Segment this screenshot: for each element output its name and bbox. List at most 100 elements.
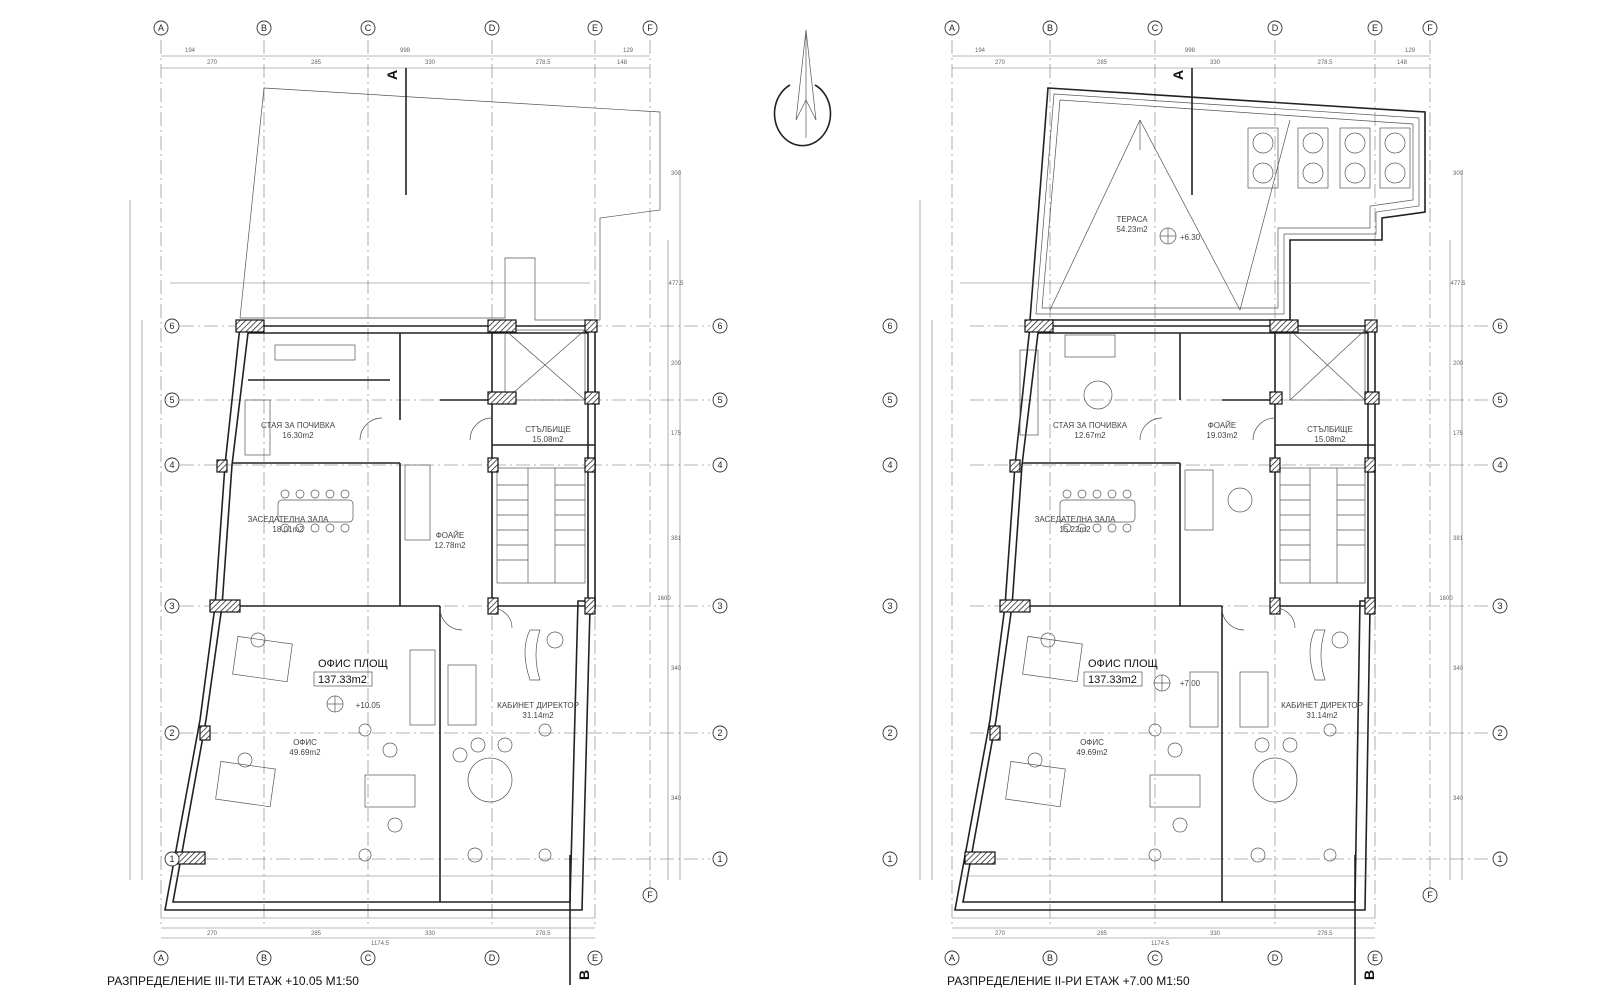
grid-label-column: F — [1427, 23, 1433, 33]
stairs-left — [496, 467, 586, 584]
room-name: ФОАЙЕ — [1208, 421, 1237, 430]
dim-text: 998 — [400, 48, 411, 54]
dim-text: 200 — [1453, 361, 1464, 367]
section-marker-a-left: A — [384, 68, 407, 195]
grid-label-column: E — [592, 23, 598, 33]
grid-label-column: D — [1272, 23, 1279, 33]
section-label-a: A — [384, 70, 400, 80]
office-area-value: 137.33m2 — [318, 674, 367, 686]
room-area: 31.14m2 — [1306, 711, 1338, 720]
room-name: СТАЯ ЗА ПОЧИВКА — [261, 421, 336, 430]
grid-label-column: E — [1372, 23, 1378, 33]
dim-text: 270 — [995, 931, 1006, 937]
grid-label-row: 2 — [717, 728, 722, 738]
grid-label-column: C — [1152, 23, 1159, 33]
north-arrow-icon — [773, 29, 832, 147]
grid-label-row: 3 — [169, 601, 174, 611]
level-mark: +6.30 — [1180, 233, 1201, 242]
building-inner-outline-right — [962, 332, 1369, 903]
stairs-right — [1279, 467, 1366, 584]
dim-text: 1600 — [1439, 596, 1453, 602]
dim-text: 278.5 — [535, 931, 551, 937]
grid-label-column: D — [489, 23, 496, 33]
dim-text: 278.5 — [1317, 931, 1333, 937]
dim-text: 381 — [671, 536, 682, 542]
dim-text: 1174.5 — [1151, 941, 1170, 947]
dim-text: 477.5 — [1450, 281, 1466, 287]
grid-label-column: B — [261, 23, 267, 33]
grid-label-column: E — [592, 953, 598, 963]
room-area: 16.30m2 — [282, 431, 314, 440]
dim-text: 381 — [1453, 536, 1464, 542]
grid-label-column: D — [489, 953, 496, 963]
room-name: КАБИНЕТ ДИРЕКТОР — [497, 701, 579, 710]
office-area-value: 137.33m2 — [1088, 674, 1137, 686]
grid-lines-left — [160, 40, 710, 925]
plan-right: 194 998 129 270 285 330 278.5 148 270 28… — [882, 20, 1508, 988]
room-name: ОФИС — [1080, 738, 1104, 747]
dim-text: 175 — [1453, 431, 1464, 437]
grid-label-row: 6 — [169, 321, 174, 331]
dimension-lines-right — [919, 55, 1463, 939]
dim-text: 340 — [1453, 796, 1464, 802]
furniture-right — [1005, 334, 1349, 863]
room-name: ОФИС — [293, 738, 317, 747]
grid-label-row: 6 — [1497, 321, 1502, 331]
room-area: 15.08m2 — [1314, 435, 1346, 444]
dim-text: 270 — [995, 60, 1006, 66]
dimension-numbers-left: 194 998 129 270 285 330 278.5 148 270 28… — [185, 48, 684, 947]
grid-label-row: 5 — [1497, 395, 1502, 405]
room-area: 31.14m2 — [522, 711, 554, 720]
level-mark: +7.00 — [1180, 679, 1201, 688]
grid-label-column: F — [1427, 890, 1433, 900]
section-label-b: B — [576, 970, 592, 980]
section-label-b: B — [1361, 970, 1377, 980]
grid-bubbles-left: A B C D E F A B C D E F 6 5 4 3 2 1 6 5 … — [153, 20, 728, 966]
dim-text: 270 — [207, 931, 218, 937]
office-area-label: ОФИС ПЛОЩ — [1088, 658, 1158, 670]
room-area: 19.03m2 — [1206, 431, 1238, 440]
dim-text: 477.5 — [668, 281, 684, 287]
dim-text: 285 — [1097, 60, 1108, 66]
dim-text: 148 — [1397, 60, 1408, 66]
grid-lines-right — [951, 40, 1490, 925]
dim-text: 330 — [1210, 60, 1221, 66]
room-area: 15.08m2 — [532, 435, 564, 444]
dim-text: 285 — [1097, 931, 1108, 937]
dim-text: 285 — [311, 60, 322, 66]
grid-label-row: 1 — [717, 854, 722, 864]
grid-label-column: B — [1047, 953, 1053, 963]
grid-label-row: 4 — [887, 460, 892, 470]
grid-label-column: E — [1372, 953, 1378, 963]
grid-label-row: 3 — [1497, 601, 1502, 611]
dim-text: 1600 — [657, 596, 671, 602]
grid-label-column: B — [1047, 23, 1053, 33]
dim-text: 194 — [185, 48, 196, 54]
dim-text: 330 — [425, 60, 436, 66]
grid-label-column: C — [1152, 953, 1159, 963]
section-marker-a-right: A — [1170, 68, 1193, 195]
dim-text: 278.5 — [535, 60, 551, 66]
room-name: ТЕРАСА — [1116, 215, 1148, 224]
grid-label-row: 1 — [169, 854, 174, 864]
grid-label-row: 2 — [887, 728, 892, 738]
room-labels-right: ТЕРАСА 54.23m2 +6.30 СТАЯ ЗА ПОЧИВКА 12.… — [1035, 215, 1363, 757]
grid-label-column: A — [158, 23, 164, 33]
columns-left — [174, 319, 600, 865]
grid-label-row: 3 — [887, 601, 892, 611]
room-name: СТАЯ ЗА ПОЧИВКА — [1053, 421, 1128, 430]
grid-label-row: 4 — [717, 460, 722, 470]
dim-text: 270 — [207, 60, 218, 66]
grid-label-row: 4 — [1497, 460, 1502, 470]
room-area: 49.69m2 — [289, 748, 321, 757]
grid-label-column: B — [261, 953, 267, 963]
plan-title-right: РАЗПРЕДЕЛЕНИЕ II-РИ ЕТАЖ +7.00 М1:50 — [947, 974, 1190, 988]
dim-text: 1174.5 — [371, 941, 390, 947]
grid-label-column: A — [949, 23, 955, 33]
section-label-a: A — [1170, 70, 1186, 80]
room-name: ЗАСЕДАТЕЛНА ЗАЛА — [248, 515, 330, 524]
plan-left: 194 998 129 270 285 330 278.5 148 270 28… — [107, 20, 728, 988]
grid-label-column: C — [365, 23, 372, 33]
site-boundary-left — [239, 87, 661, 321]
room-area: 54.23m2 — [1116, 225, 1148, 234]
